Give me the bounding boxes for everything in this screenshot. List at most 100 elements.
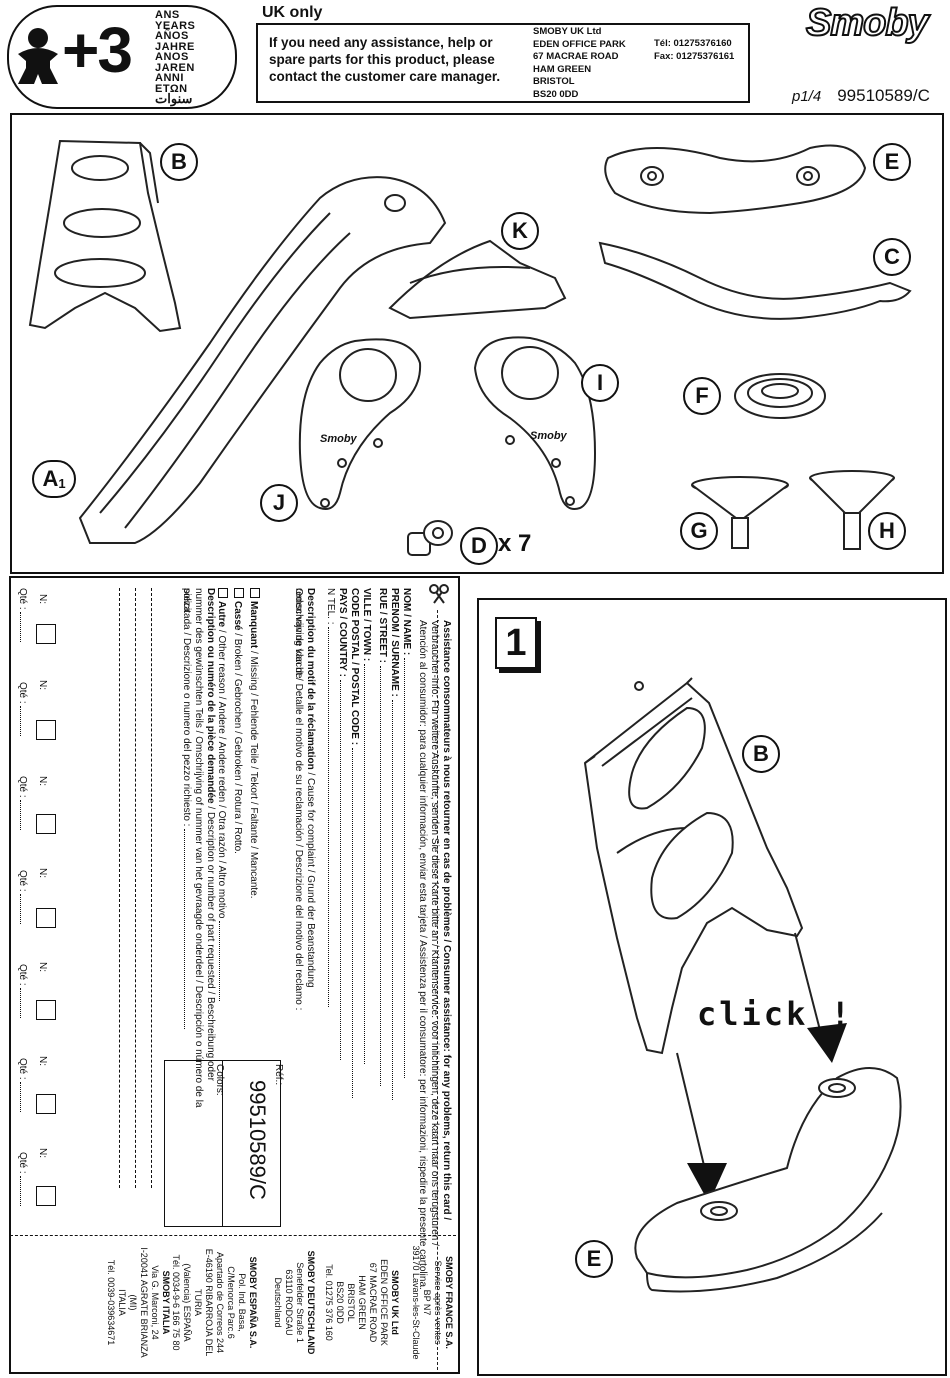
label-j: J	[260, 484, 298, 522]
label-g: G	[680, 512, 718, 550]
click-instruction: click !	[697, 995, 853, 1033]
field-code[interactable]: CODE POSTAL / POSTAL CODE :	[348, 588, 360, 1098]
qty-q-7: Qté :	[16, 1152, 28, 1207]
field-pays[interactable]: PAYS / COUNTRY :	[336, 588, 348, 1060]
label-c: C	[873, 238, 911, 276]
label-d: D	[460, 527, 498, 565]
qty-box-5[interactable]	[36, 1000, 56, 1020]
step-label-b: B	[742, 735, 780, 773]
field-tel[interactable]: N TEL. :	[324, 588, 336, 1008]
dashed-line-2	[135, 588, 136, 1188]
assistance-box	[256, 23, 750, 103]
step-label-e: E	[575, 1240, 613, 1278]
dashed-line-1	[151, 588, 152, 1188]
part-desc-title: Description ou numéro de la pièce demand…	[205, 588, 216, 1081]
part-i-side-icon	[473, 336, 597, 510]
qty-box-2[interactable]	[36, 720, 56, 740]
qty-q-5: Qté :	[16, 964, 28, 1019]
ref-value: 99510589/C	[245, 1080, 270, 1200]
parts-illustration	[28, 139, 912, 556]
complaint-line-2: reden van de klacht / Detalle el motivo …	[293, 588, 304, 1011]
part-e-seat-icon	[604, 144, 867, 215]
age-number: +3	[62, 14, 133, 86]
part-g-funnel-icon	[691, 476, 789, 549]
step-number: 1	[495, 617, 537, 669]
step-ladder-icon	[583, 677, 804, 1055]
assistance-text: If you need any assistance, help or spar…	[269, 35, 501, 84]
part-h-funnel-icon	[809, 470, 895, 550]
field-prenom[interactable]: PRENOM / SURNAME :	[388, 588, 400, 1100]
step-panel	[477, 598, 947, 1376]
step-seat-icon	[634, 1067, 902, 1293]
parts-panel	[10, 113, 944, 574]
dashed-line-3	[119, 588, 120, 1188]
qty-n-5: N:	[37, 962, 48, 972]
part-d-peg-icon	[407, 520, 453, 556]
part-i-logo: Smoby	[530, 430, 567, 442]
part-c-rail-icon	[598, 241, 912, 320]
qty-box-6[interactable]	[36, 1094, 56, 1114]
qty-n-1: N:	[37, 594, 48, 604]
label-h: H	[868, 512, 906, 550]
qty-box-3[interactable]	[36, 814, 56, 834]
qty-q-4: Qté :	[16, 870, 28, 925]
field-rue[interactable]: RUE / STREET :	[376, 588, 388, 1086]
part-d-count: x 7	[498, 530, 532, 557]
step-illustration	[583, 677, 902, 1293]
checkbox-casse[interactable]: Cassé / Broken / Gebrochen / Gebroken / …	[231, 588, 244, 854]
qty-n-4: N:	[37, 868, 48, 878]
label-e: E	[873, 143, 911, 181]
qty-box-1[interactable]	[36, 624, 56, 644]
arrow-down-left-icon	[687, 1163, 727, 1203]
address-spain: SMOBY ESPAÑA S.A.Pol. Ind. Basa,C/Menorc…	[171, 1248, 258, 1357]
qty-box-7[interactable]	[36, 1186, 56, 1206]
checkbox-autre[interactable]: Autre / Other reason / Andere / Andere r…	[215, 588, 228, 1002]
age-badge	[7, 5, 237, 109]
return-card	[9, 576, 460, 1374]
qty-n-7: N:	[37, 1148, 48, 1158]
address-divider	[10, 1235, 456, 1236]
scissors-icon	[429, 584, 449, 604]
qty-q-1: Qté :	[16, 588, 28, 643]
checkbox-manquant[interactable]: Manquant / Missing / Fehlende Teile / Te…	[247, 588, 260, 899]
guide-line-left	[676, 1052, 708, 1179]
part-j-side-icon	[298, 338, 422, 510]
qty-n-3: N:	[37, 776, 48, 786]
qty-q-3: Qté :	[16, 776, 28, 831]
qty-n-6: N:	[37, 1056, 48, 1066]
label-k: K	[501, 212, 539, 250]
qty-q-2: Qté :	[16, 682, 28, 737]
guide-line-right	[794, 932, 823, 1039]
qty-q-6: Qté :	[16, 1058, 28, 1113]
arrow-down-right-icon	[807, 1023, 847, 1063]
brand-logo: Smoby	[805, 1, 930, 45]
field-ville[interactable]: VILLE / TOWN :	[360, 588, 372, 1064]
uk-only-title: UK only	[262, 4, 323, 21]
part-f-disc-icon	[734, 373, 826, 419]
part-j-logo: Smoby	[320, 433, 357, 445]
child-icon	[18, 28, 58, 84]
qty-box-4[interactable]	[36, 908, 56, 928]
part-k-icon	[388, 239, 567, 320]
part-a1-slide-icon	[78, 176, 447, 544]
part-desc-line-3: solicitada / Descrizione o numero del pe…	[180, 588, 192, 1108]
ref-label: Réf.:	[273, 1064, 284, 1086]
label-f: F	[683, 377, 721, 415]
part-b-ladder-icon	[28, 139, 182, 333]
qty-n-2: N:	[37, 680, 48, 690]
field-nom[interactable]: NOM / NAME :	[400, 588, 412, 1078]
cut-line	[437, 610, 438, 1370]
label-b: B	[160, 143, 198, 181]
label-i: I	[581, 364, 619, 402]
colors-label: Colors:	[214, 1064, 225, 1096]
